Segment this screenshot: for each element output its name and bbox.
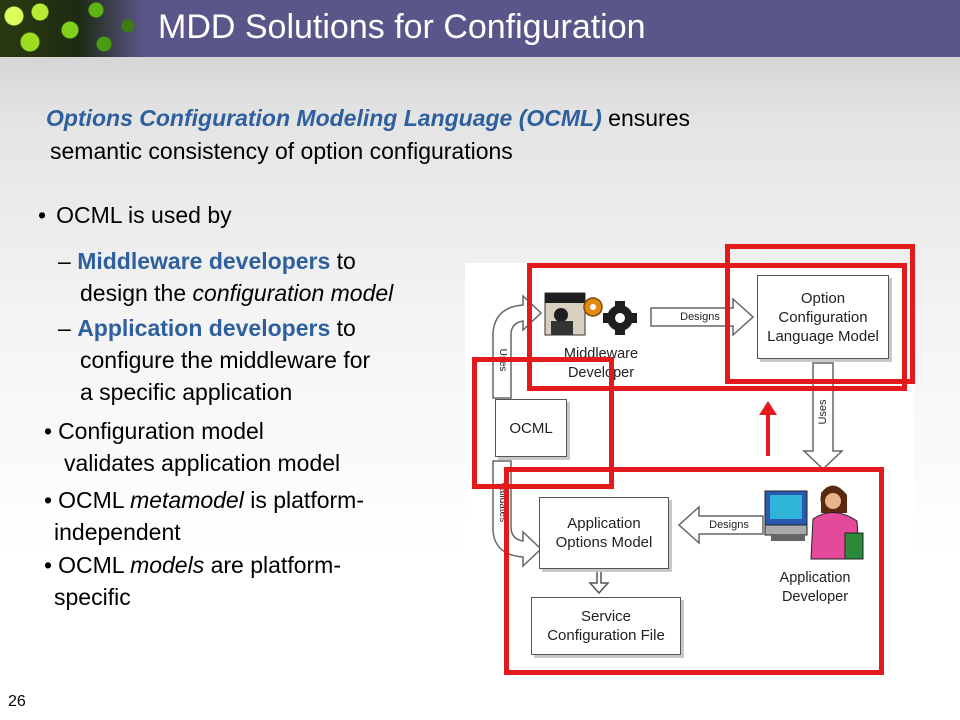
uses-label-right: Uses (817, 399, 829, 425)
bullet-text: Configuration model (58, 418, 264, 444)
designs-label-bottom: Designs (709, 519, 749, 531)
models-text: models (130, 552, 205, 578)
designs-arrow-bottom (677, 505, 764, 545)
red-highlight-bottom (504, 467, 884, 675)
intro-line-2: semantic consistency of option configura… (50, 138, 513, 164)
application-developers: Application developers (77, 315, 331, 341)
sub-bullet-application: – Application developers to (58, 312, 356, 344)
bullet-marker: • (44, 418, 53, 444)
red-up-arrowhead (759, 401, 777, 415)
bullet-text: OCML (58, 487, 131, 513)
designs-label-top: Designs (680, 311, 720, 323)
application-options-model-box: Application Options Model (539, 497, 669, 569)
bullet-configuration-model-line-2: validates application model (64, 450, 341, 476)
sub-bullet-text: to (330, 248, 356, 274)
bullet-configuration-model: •Configuration model (44, 415, 264, 447)
red-highlight-option-model (725, 244, 915, 384)
sub-bullet-middleware-line-2: design the configuration model (80, 277, 393, 309)
sub-bullet-middleware: – Middleware developers to (58, 245, 356, 277)
middleware-developers: Middleware developers (77, 248, 331, 274)
bullet-text: OCML is used by (56, 202, 232, 228)
sub-bullet-application-line-3: a specific application (80, 379, 293, 405)
red-highlight-ocml (472, 357, 614, 489)
bullet-marker: • (44, 552, 53, 578)
bullet-metamodel-line-2: independent (54, 519, 181, 545)
middleware-developer-icon (544, 292, 637, 336)
configuration-model-text: configuration model (192, 280, 394, 306)
sub-bullet-application-line-2: configure the middleware for (80, 347, 371, 373)
bullet-text: is platform- (243, 487, 364, 513)
slide-title: MDD Solutions for Configuration (158, 8, 646, 46)
header-decoration (0, 0, 145, 57)
red-highlight-top (527, 263, 907, 391)
service-configuration-file-box: Service Configuration File (531, 597, 681, 655)
application-developer-label: Application Developer (779, 570, 851, 605)
bullet-text: are platform- (204, 552, 341, 578)
sub-bullet-text: design the (80, 280, 193, 306)
bullet-marker: • (38, 202, 47, 228)
bullet-metamodel: •OCML metamodel is platform- (44, 484, 364, 516)
bullet-models: •OCML models are platform- (44, 549, 341, 581)
bullet-models-line-2: specific (54, 584, 131, 610)
dash: – (58, 248, 78, 274)
bullet-marker: • (44, 487, 53, 513)
page-number: 26 (8, 693, 26, 710)
metamodel-text: metamodel (130, 487, 244, 513)
ocml-box: OCML (495, 399, 567, 457)
option-language-model-box: Option Configuration Language Model (757, 275, 889, 359)
intro-highlight: Options Configuration Modeling Language … (46, 105, 602, 131)
bullet-text: OCML (58, 552, 131, 578)
sub-bullet-text: to (330, 315, 356, 341)
intro-line-1: Options Configuration Modeling Language … (46, 102, 690, 134)
slide-header: MDD Solutions for Configuration (0, 0, 960, 57)
generate-arrow (588, 571, 610, 595)
dash: – (58, 315, 78, 341)
bullet-ocml-used-by: • OCML is used by (38, 199, 232, 231)
intro-rest: ensures (601, 105, 690, 131)
application-developer-icon (764, 485, 864, 560)
